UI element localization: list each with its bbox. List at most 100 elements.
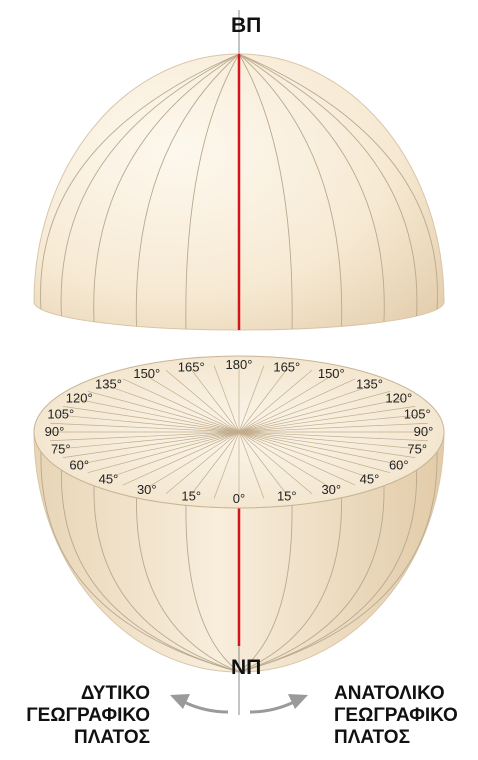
meridian-line	[238, 469, 417, 673]
meridian-line	[238, 53, 293, 330]
meridian-line	[238, 497, 342, 673]
equator-spoke	[238, 431, 405, 466]
meridian-line	[185, 53, 240, 330]
meridian-line	[40, 451, 240, 673]
rotation-arrows	[170, 694, 308, 714]
meridian-line	[238, 485, 385, 673]
west-caption-line: ΠΛΑΤΟΣ	[74, 727, 150, 748]
south-pole-label: ΝΠ	[231, 656, 262, 679]
meridian-line	[238, 53, 385, 322]
degree-label: 15°	[277, 489, 297, 504]
equator-spoke	[238, 422, 429, 433]
east-arrow	[249, 700, 295, 714]
west-arrowhead-icon	[170, 694, 190, 709]
equator-spoke	[62, 406, 240, 433]
equator-spoke	[238, 406, 416, 433]
equator-spoke	[87, 390, 240, 433]
equator-spoke	[73, 431, 240, 466]
degree-label: 45°	[99, 471, 119, 486]
degree-label: 105°	[404, 407, 431, 422]
degree-label: 30°	[137, 482, 157, 497]
equator-spoke	[238, 431, 391, 474]
equator-spoke	[238, 367, 289, 433]
degree-label: 165°	[178, 359, 205, 374]
north-pole-label: ΒΠ	[231, 14, 262, 37]
degree-label: 90°	[45, 424, 65, 439]
south-hemisphere: 0°15°30°45°60°75°90°105°120°135°150°165°…	[33, 355, 445, 715]
equator-spoke	[189, 367, 240, 433]
equator-spoke	[49, 422, 240, 433]
equator-spoke	[238, 431, 313, 495]
equator-spoke	[238, 431, 429, 442]
equator-spoke	[122, 431, 240, 486]
south-meridians	[40, 451, 438, 673]
degree-label: 180°	[226, 357, 253, 372]
degree-label: 60°	[69, 457, 89, 472]
equator-spoke	[165, 431, 240, 495]
east-caption-line: ΓΕΩΓΡΑΦΙΚΟ	[334, 705, 458, 726]
degree-label: 120°	[385, 391, 412, 406]
degree-label: 90°	[414, 424, 434, 439]
east-longitude-caption: ΑΝΑΤΟΛΙΚΟ ΓΕΩΓΡΑΦΙΚΟ ΠΛΑΤΟΣ	[334, 683, 474, 749]
equator-spoke	[189, 431, 240, 497]
equator-spoke	[238, 378, 356, 433]
degree-label: 150°	[133, 366, 160, 381]
equator-spoke	[238, 398, 405, 433]
meridian-line	[238, 53, 418, 317]
degree-label: 75°	[51, 441, 71, 456]
degree-label: 0°	[233, 491, 245, 506]
equator-spokes	[48, 365, 430, 499]
degree-label: 45°	[360, 471, 380, 486]
west-longitude-caption: ΔΥΤΙΚΟ ΓΕΩΓΡΑΦΙΚΟ ΠΛΑΤΟΣ	[10, 683, 150, 749]
west-caption-line: ΔΥΤΙΚΟ	[80, 683, 150, 704]
equator-spoke	[238, 431, 356, 486]
equator-spoke	[238, 414, 424, 433]
equator-spoke	[104, 431, 240, 480]
meridian-line	[40, 53, 240, 310]
meridian-line	[93, 485, 240, 673]
equator-spoke	[54, 431, 240, 450]
equator-spoke	[238, 431, 335, 491]
west-arrow	[183, 700, 229, 714]
equator-spoke	[213, 365, 240, 433]
meridian-line	[238, 53, 438, 310]
equator-spoke	[87, 431, 240, 474]
equator-spoke	[238, 373, 335, 433]
degree-label: 75°	[407, 441, 427, 456]
east-caption-line: ΑΝΑΤΟΛΙΚΟ	[334, 683, 445, 704]
meridian-line	[135, 53, 240, 327]
equator-spoke	[62, 431, 240, 458]
meridian-line	[238, 53, 343, 327]
meridian-line	[238, 451, 438, 673]
meridian-line	[185, 505, 240, 673]
equator-spoke	[238, 431, 424, 450]
equator-spoke	[238, 384, 374, 433]
equator-spoke	[104, 384, 240, 433]
degree-label: 165°	[273, 359, 300, 374]
equator-spoke	[238, 365, 265, 433]
east-caption-line: ΠΛΑΤΟΣ	[334, 727, 410, 748]
equator-spoke	[238, 431, 374, 480]
equator-spoke	[54, 414, 240, 433]
degree-label: 15°	[181, 489, 201, 504]
equator-spoke	[238, 431, 265, 499]
degree-label: 60°	[389, 457, 409, 472]
equator-spoke	[238, 390, 391, 433]
north-meridians	[40, 53, 438, 330]
degree-label: 135°	[356, 377, 383, 392]
equator-spoke	[122, 378, 240, 433]
degree-label: 150°	[318, 366, 345, 381]
equator-spoke	[238, 431, 289, 497]
equator-spoke	[165, 369, 240, 433]
equator-spoke	[73, 398, 240, 433]
equator-spoke	[49, 431, 240, 442]
west-caption-line: ΓΕΩΓΡΑΦΙΚΟ	[26, 705, 150, 726]
degree-labels: 0°15°30°45°60°75°90°105°120°135°150°165°…	[45, 357, 434, 506]
meridian-line	[136, 497, 240, 673]
north-hemisphere	[33, 10, 445, 331]
equator-spoke	[213, 431, 240, 499]
equator-spoke	[238, 431, 416, 458]
equator-spoke	[143, 373, 240, 433]
east-arrowhead-icon	[288, 694, 308, 709]
